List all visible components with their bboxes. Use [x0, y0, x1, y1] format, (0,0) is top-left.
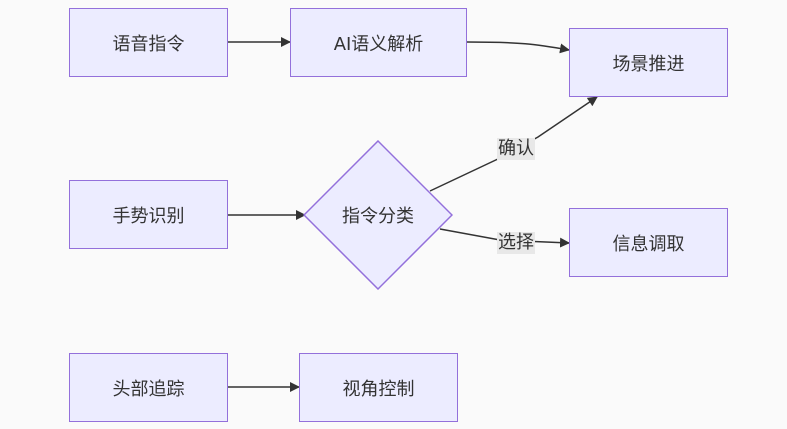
decision-diamond-shape — [303, 140, 453, 290]
edge-label-select: 选择 — [497, 232, 535, 254]
node-ai-parse-label: AI语义解析 — [333, 33, 424, 55]
node-info-retrieval-label: 信息调取 — [612, 233, 685, 255]
node-ai-parse: AI语义解析 — [290, 8, 467, 77]
node-head-tracking: 头部追踪 — [69, 353, 228, 422]
node-command-classify-label: 指令分类 — [342, 206, 414, 227]
node-scene-advance-label: 场景推进 — [612, 53, 685, 75]
node-info-retrieval: 信息调取 — [569, 208, 728, 277]
node-command-classify: 指令分类 — [303, 140, 453, 290]
node-gesture-recognition-label: 手势识别 — [112, 205, 185, 227]
node-view-control-label: 视角控制 — [342, 378, 415, 400]
node-head-tracking-label: 头部追踪 — [112, 378, 185, 400]
node-view-control: 视角控制 — [299, 353, 458, 422]
node-scene-advance: 场景推进 — [569, 28, 728, 97]
node-voice-command-label: 语音指令 — [112, 33, 185, 55]
node-voice-command: 语音指令 — [69, 8, 228, 77]
node-gesture-recognition: 手势识别 — [69, 180, 228, 249]
edge-ai-parse-to-scene — [466, 41, 570, 54]
edge-label-confirm: 确认 — [497, 138, 535, 160]
